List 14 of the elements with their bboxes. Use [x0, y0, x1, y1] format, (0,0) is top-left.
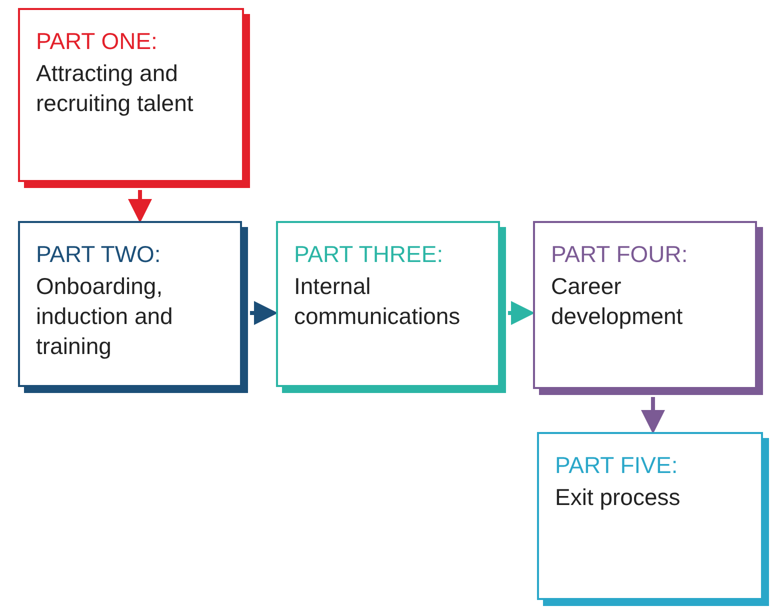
part-heading: PART FOUR:	[551, 240, 689, 269]
part-title: Exit process	[555, 483, 682, 512]
part-title: Internal communications	[294, 272, 462, 331]
arrow	[250, 301, 278, 325]
arrow	[508, 301, 535, 325]
part-title: Onboarding, induction and training	[36, 272, 174, 361]
arrow	[128, 190, 152, 223]
part-heading: PART TWO:	[36, 240, 162, 269]
part-title: Attracting and recruiting talent	[36, 59, 194, 118]
part-title: Career development	[551, 272, 684, 331]
part-heading: PART FIVE:	[555, 451, 679, 480]
arrow	[641, 397, 665, 434]
part-heading: PART ONE:	[36, 27, 158, 56]
part-heading: PART THREE:	[294, 240, 444, 269]
